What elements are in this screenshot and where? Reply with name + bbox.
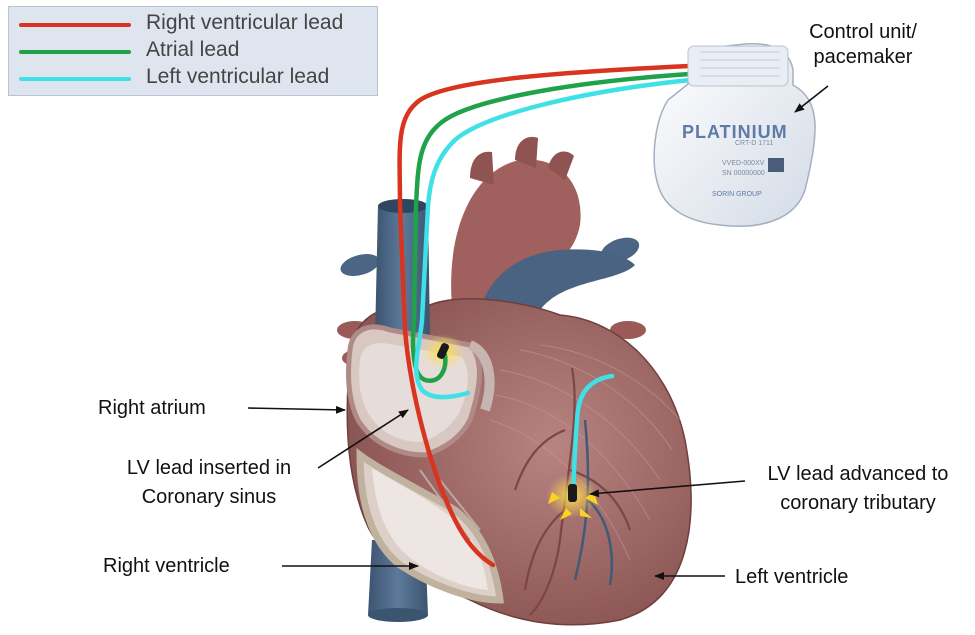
- label-lv-advanced: LV lead advanced to coronary tributary: [748, 462, 968, 516]
- legend-item-rv: Right ventricular lead: [9, 11, 377, 37]
- legend-label-atrial: Atrial lead: [146, 38, 239, 62]
- legend-label-lv: Left ventricular lead: [146, 65, 329, 89]
- label-right-ventricle: Right ventricle: [103, 554, 230, 579]
- label-lv-advanced-line2: coronary tributary: [748, 491, 968, 516]
- device-model: CRT-D 1711: [735, 139, 773, 148]
- legend-label-rv: Right ventricular lead: [146, 11, 343, 35]
- arrow-right-atrium: [248, 408, 345, 410]
- device-serial-2: SN 00000000: [722, 169, 765, 178]
- label-lv-advanced-line1: LV lead advanced to: [748, 462, 968, 487]
- legend: Right ventricular lead Atrial lead Left …: [8, 6, 378, 96]
- legend-swatch-rv: [19, 23, 131, 27]
- label-control-unit: Control unit/ pacemaker: [778, 20, 948, 70]
- legend-swatch-lv: [19, 77, 131, 81]
- lv-lead-tip: [568, 484, 577, 502]
- label-control-unit-line1: Control unit/: [778, 20, 948, 45]
- label-left-ventricle: Left ventricle: [735, 565, 848, 590]
- device-maker: SORIN GROUP: [712, 190, 762, 199]
- device-serial: VVED-000XV: [722, 159, 764, 168]
- legend-item-atrial: Atrial lead: [9, 38, 377, 64]
- label-control-unit-line2: pacemaker: [778, 45, 948, 70]
- legend-swatch-atrial: [19, 50, 131, 54]
- label-lv-inserted-line1: LV lead inserted in: [94, 456, 324, 481]
- label-lv-inserted: LV lead inserted in Coronary sinus: [94, 456, 324, 510]
- legend-item-lv: Left ventricular lead: [9, 65, 377, 91]
- label-right-atrium: Right atrium: [98, 396, 206, 421]
- label-lv-inserted-line2: Coronary sinus: [94, 485, 324, 510]
